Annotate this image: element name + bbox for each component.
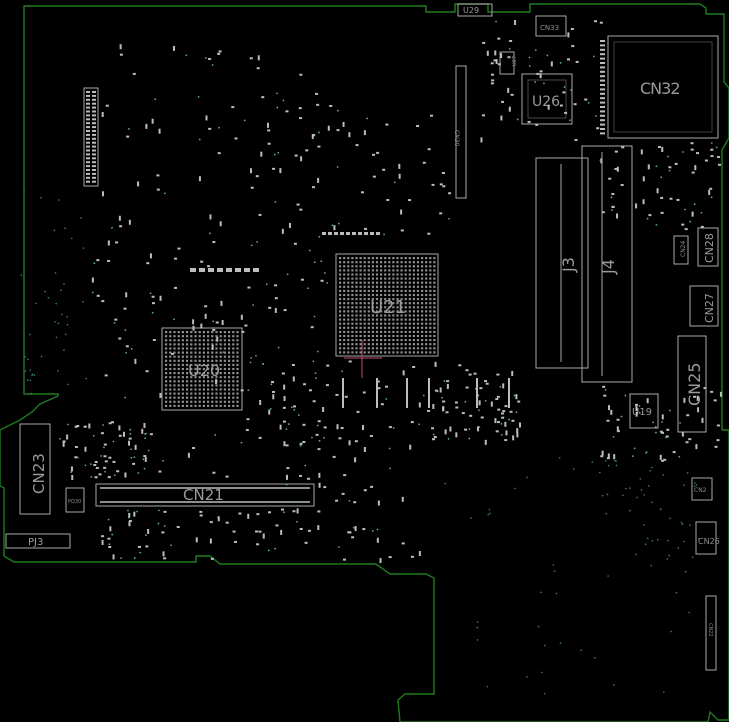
cn21-label: CN21 (183, 486, 224, 504)
u19-label: U19 (632, 407, 652, 418)
cn26-label: CN26 (698, 537, 720, 546)
u21-outline (335, 253, 439, 357)
u19-outline (629, 393, 659, 429)
u26-label: U26 (532, 94, 560, 110)
u20-ball-grid (165, 331, 239, 407)
cn33-outline (535, 15, 567, 37)
cn22-outline (705, 595, 717, 671)
j4-outline (581, 145, 633, 383)
cn28-outline (697, 227, 719, 267)
cn27-label: CN27 (703, 293, 716, 323)
cn28-label: CN28 (703, 233, 716, 263)
u26-pad (527, 79, 567, 119)
u27-label: U27 (512, 56, 518, 66)
cn26-outline (695, 521, 717, 555)
cn23-outline (19, 423, 51, 515)
cn25-label: CN25 (685, 363, 704, 407)
cn30-label: CN30 (453, 130, 460, 146)
pq30-outline (65, 487, 85, 513)
j3-label: J3 (559, 257, 578, 273)
cn32-outline (607, 35, 719, 139)
u20-label: U20 (188, 361, 220, 380)
u26-outline (521, 73, 573, 125)
cn27-outline (689, 285, 719, 327)
cn33-label: CN33 (540, 24, 559, 32)
pq30-label: PQ30 (68, 499, 81, 505)
cn32-label: CN32 (640, 79, 680, 98)
u27-outline (499, 51, 515, 75)
cn30-outline (455, 65, 467, 199)
u29-outline (457, 3, 493, 17)
cn24-label: CN24 (680, 241, 687, 257)
u21-ball-grid (339, 257, 436, 354)
cn21-outline (95, 483, 315, 507)
pj3-outline (5, 533, 71, 549)
cn24-outline (673, 235, 689, 265)
cn22-label: CN22 (707, 623, 713, 637)
small-components-and-vias (20, 20, 722, 695)
cn25-outline (677, 335, 707, 433)
cn23-label: CN23 (30, 453, 48, 494)
u21-label: U21 (370, 297, 406, 318)
j3-outline (535, 157, 589, 369)
u29-label: U29 (463, 6, 479, 15)
cn2-label: CN2 (694, 487, 707, 494)
left-vertical-connector (83, 87, 99, 187)
left-connector-pins (86, 91, 96, 183)
board-outline (0, 3, 729, 722)
cn32-pins (600, 40, 605, 135)
j4-label: J4 (599, 259, 618, 275)
pj3-label: PJ3 (28, 537, 43, 548)
cn2-outline (691, 477, 713, 501)
cn32-inner (613, 41, 713, 133)
